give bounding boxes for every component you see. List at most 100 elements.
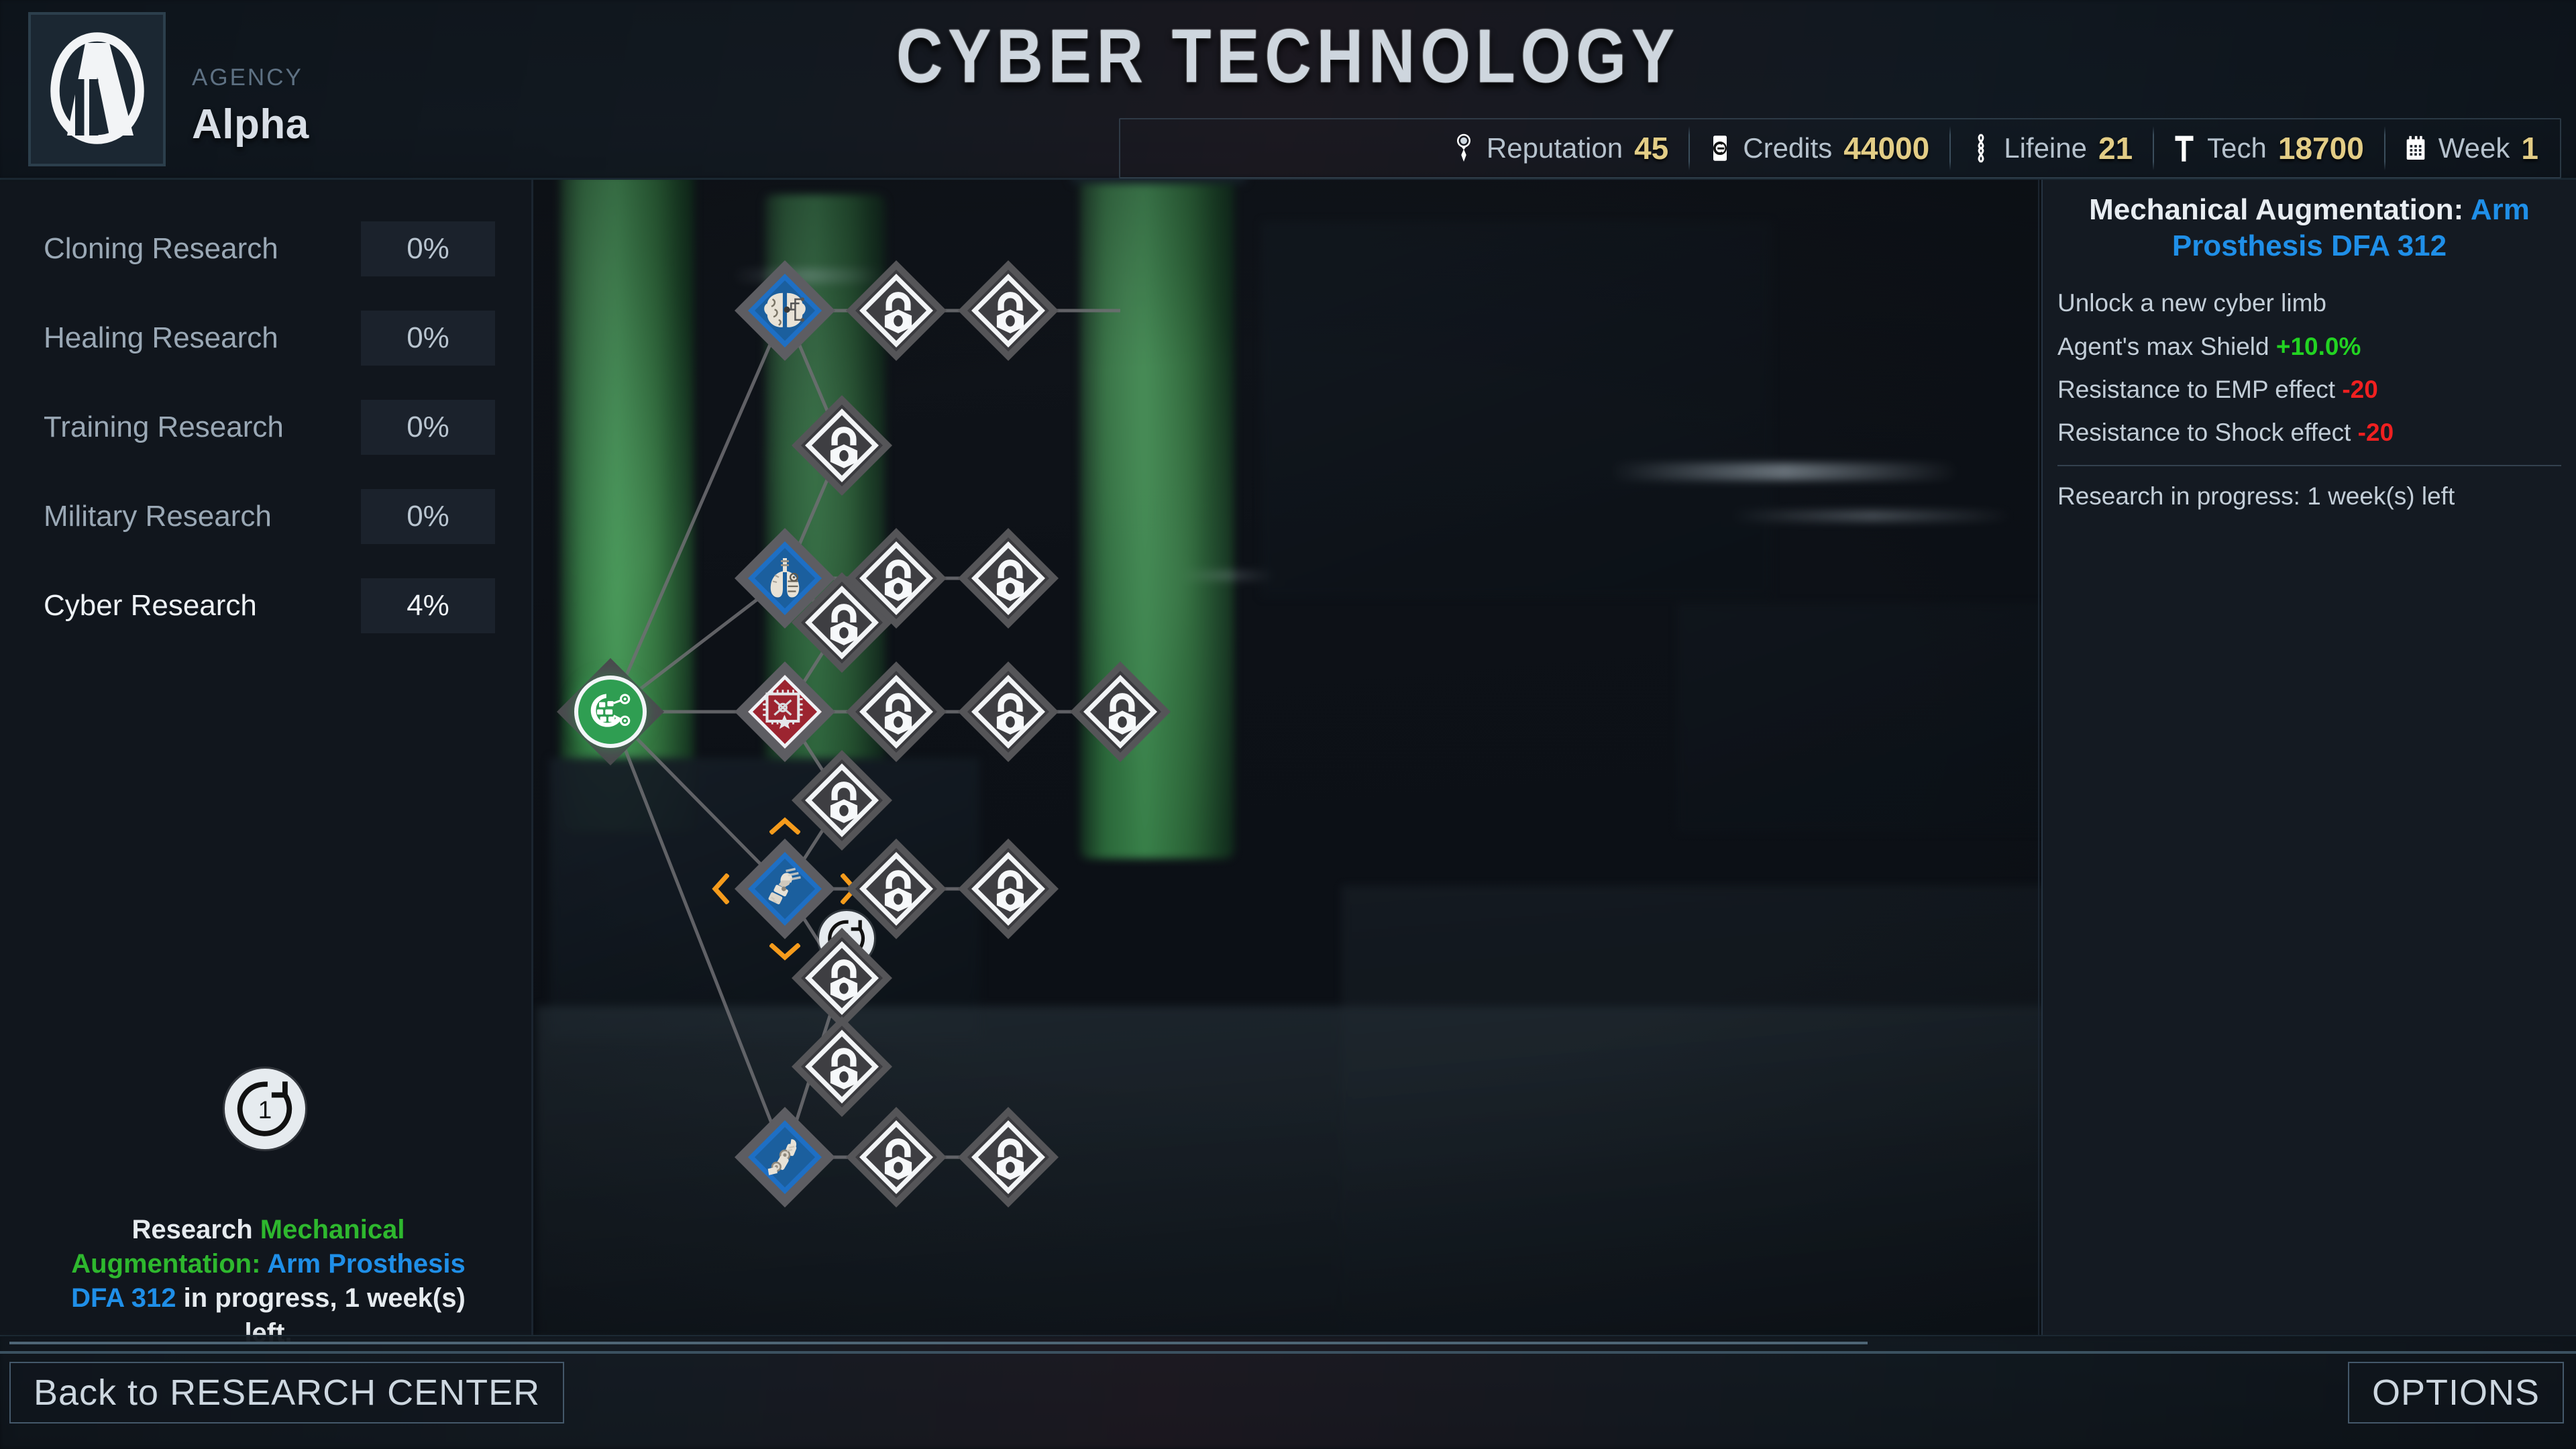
stat-label: Reputation [1486, 132, 1623, 164]
tech-node-locked-r1c6[interactable] [792, 1016, 892, 1117]
tech-node-leg-prosthesis[interactable] [735, 1107, 835, 1208]
calendar-icon [2404, 132, 2427, 164]
stat-value: 1 [2521, 131, 2538, 166]
effect-value: +10.0% [2275, 332, 2361, 360]
padlock-icon [877, 1136, 915, 1180]
stat-label: Lifeine [2004, 132, 2087, 164]
effect-text: Resistance to EMP effect [2057, 375, 2343, 403]
agency-logo [28, 12, 166, 166]
tech-node-locked-r3c1[interactable] [958, 260, 1059, 361]
tech-tree-viewport[interactable]: 1 [535, 180, 2039, 1335]
detail-effect-line: Agent's max Shield +10.0% [2057, 330, 2561, 364]
research-category-label: Military Research [44, 500, 272, 533]
tech-node-locked-r2c4[interactable] [846, 839, 947, 939]
padlock-icon [823, 1046, 861, 1089]
effect-text: Resistance to Shock effect [2057, 419, 2358, 447]
padlock-icon [823, 425, 861, 468]
tech-node-locked-r2c5[interactable] [846, 1107, 947, 1208]
cpu-chip-star-icon [759, 686, 811, 738]
tech-node-locked-r3c2[interactable] [958, 528, 1059, 629]
agency-label: AGENCY [192, 64, 303, 91]
research-category-military[interactable]: Military Research 0% [0, 489, 533, 544]
tech-node-locked-r3c4[interactable] [958, 839, 1059, 939]
padlock-icon [1102, 691, 1139, 735]
detail-title-plain: Mechanical Augmentation: [2089, 193, 2471, 226]
stat-tech: Tech 18700 [2153, 122, 2384, 174]
top-header-bar: AGENCY Alpha CYBER TECHNOLOGY Reputation… [0, 0, 2576, 180]
research-weeks-badge: 1 [225, 1069, 305, 1149]
padlock-icon [989, 290, 1027, 333]
cyber-brain-icon [760, 288, 810, 333]
selection-chevron-up-icon [769, 817, 800, 835]
tech-node-locked-r2c3[interactable] [846, 661, 947, 762]
stat-label: Tech [2207, 132, 2267, 164]
stat-value: 45 [1634, 131, 1669, 166]
padlock-icon [877, 868, 915, 912]
research-category-percent: 0% [361, 400, 495, 455]
clock-one-week-icon: 1 [237, 1081, 292, 1136]
effect-value: -20 [2357, 419, 2394, 447]
bottom-rule-upper [9, 1342, 1868, 1344]
tech-node-locked-r3c5[interactable] [958, 1107, 1059, 1208]
detail-divider [2057, 464, 2561, 466]
cyber-lungs-icon [761, 555, 809, 602]
robotic-arm-icon [759, 865, 810, 913]
stat-value: 21 [2098, 131, 2133, 166]
tech-node-locked-r1c5[interactable] [792, 928, 892, 1028]
padlock-icon [823, 957, 861, 1001]
stat-value: 18700 [2277, 131, 2364, 166]
progress-category: Mechanical Augmentation: [71, 1215, 405, 1279]
padlock-icon [877, 557, 915, 601]
back-to-research-center-button[interactable]: Back to RESEARCH CENTER [9, 1362, 565, 1424]
tech-node-locked-r4c1[interactable] [1070, 661, 1171, 762]
tech-detail-panel: Mechanical Augmentation: Arm Prosthesis … [2041, 180, 2576, 1335]
detail-title-highlight: Arm Prosthesis DFA 312 [2171, 193, 2530, 262]
detail-status: Research in progress: 1 week(s) left [2057, 482, 2455, 510]
padlock-icon [989, 557, 1027, 601]
globe-network-icon [586, 686, 635, 739]
selection-chevron-left-icon [712, 873, 729, 904]
weeks-badge-number: 1 [258, 1096, 272, 1124]
tech-node-arm-prosthesis[interactable]: 1 [712, 817, 874, 966]
research-category-percent: 4% [361, 578, 495, 633]
detail-title: Mechanical Augmentation: Arm Prosthesis … [2060, 192, 2559, 264]
tech-hammer-icon [2173, 132, 2196, 164]
detail-effect-line: Resistance to Shock effect -20 [2057, 416, 2561, 449]
page-title: CYBER TECHNOLOGY [896, 14, 1680, 99]
tech-node-locked-r2c2[interactable] [846, 528, 947, 629]
stat-label: Credits [1743, 132, 1833, 164]
agency-emblem-icon [50, 32, 144, 144]
research-category-label: Cloning Research [44, 232, 278, 265]
padlock-icon [877, 691, 915, 735]
tech-node-cyber-brain[interactable] [735, 260, 835, 361]
effect-text: Unlock a new cyber limb [2057, 289, 2326, 317]
effect-value: -20 [2342, 375, 2378, 403]
credits-coin-icon [1709, 132, 1731, 164]
reputation-medal-icon [1452, 132, 1475, 164]
research-category-percent: 0% [361, 489, 495, 544]
tech-node-locked-r3c3[interactable] [958, 661, 1059, 762]
stat-reputation: Reputation 45 [1432, 122, 1688, 174]
stat-value: 44000 [1843, 131, 1930, 166]
stat-credits: Credits 44000 [1688, 122, 1949, 174]
tech-node-locked-r1c2[interactable] [792, 395, 892, 496]
tech-node-cyber-cpu[interactable] [735, 661, 835, 762]
padlock-icon [989, 868, 1027, 912]
tech-node-cyber-root[interactable] [557, 658, 664, 765]
options-button[interactable]: OPTIONS [2347, 1362, 2564, 1424]
research-category-percent: 0% [361, 311, 495, 366]
tech-node-locked-r2c1[interactable] [846, 260, 947, 361]
tech-node-locked-r1c4[interactable] [792, 750, 892, 851]
robotic-leg-icon [759, 1132, 810, 1182]
lifeine-dna-icon [1970, 132, 1992, 164]
padlock-icon [823, 602, 861, 645]
selection-chevron-down-icon [769, 943, 800, 961]
